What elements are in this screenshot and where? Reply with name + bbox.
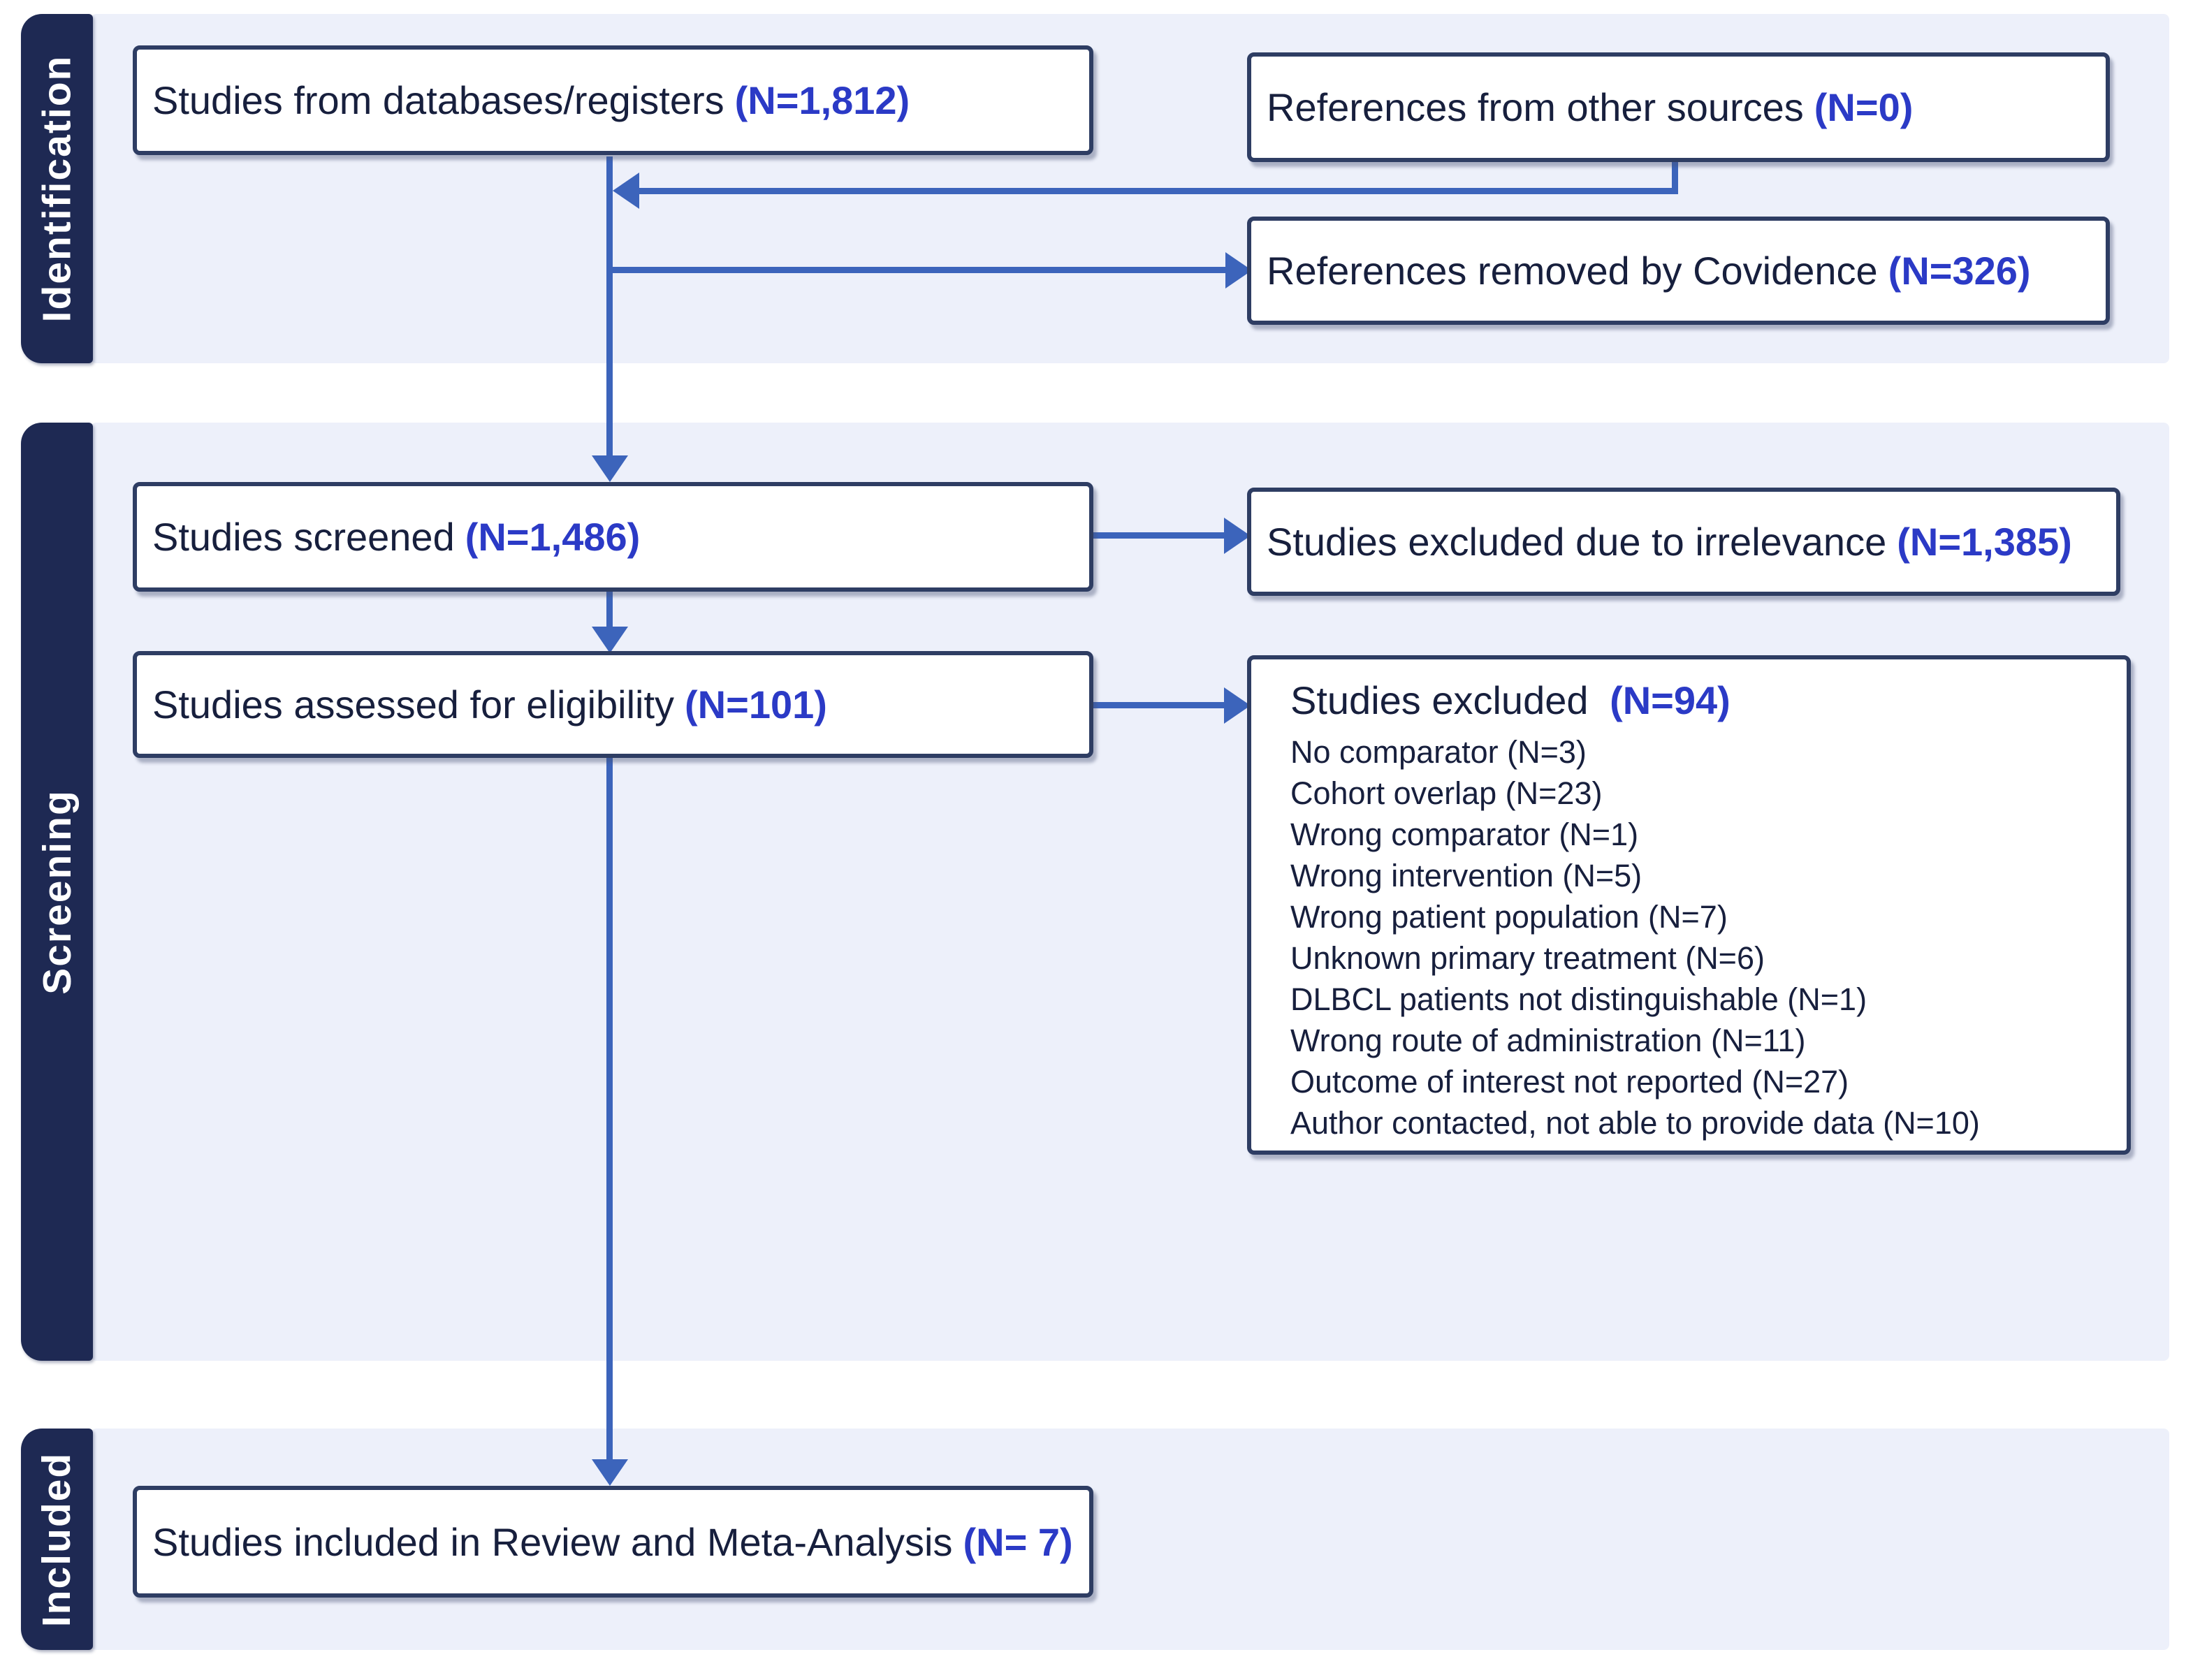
stage-label-included: Included xyxy=(34,1452,80,1627)
arrowhead-down-screened xyxy=(592,455,628,482)
flow-line-assessed-to-included xyxy=(606,758,613,1462)
box-studies-databases-label: Studies from databases/registers xyxy=(152,78,724,122)
flow-line-screened-to-assessed xyxy=(606,592,613,629)
box-references-removed-covidence: References removed by Covidence (N=326) xyxy=(1247,217,2110,325)
flow-line-othersources-drop xyxy=(1672,161,1678,191)
box-studies-assessed: Studies assessed for eligibility (N=101) xyxy=(133,651,1093,758)
excluded-detail-title-line: Studies excluded (N=94) xyxy=(1290,678,2113,723)
box-studies-screened: Studies screened (N=1,486) xyxy=(133,482,1093,592)
excluded-reason-item: Wrong patient population (N=7) xyxy=(1290,899,1728,935)
flow-line-assessed-to-excluded-detail xyxy=(1093,702,1227,708)
excluded-reason-item: Unknown primary treatment (N=6) xyxy=(1290,940,1765,976)
box-references-removed-covidence-label: References removed by Covidence xyxy=(1267,249,1878,293)
excluded-reason-item: Wrong comparator (N=1) xyxy=(1290,817,1639,852)
arrowhead-down-included xyxy=(592,1459,628,1486)
box-studies-excluded-irrelevance-label: Studies excluded due to irrelevance xyxy=(1267,520,1887,564)
arrowhead-left-merge xyxy=(613,173,639,209)
box-studies-included: Studies included in Review and Meta-Anal… xyxy=(133,1486,1093,1598)
box-references-removed-covidence-count: (N=326) xyxy=(1888,249,2031,293)
arrowhead-right-excluded-irrelevance xyxy=(1224,518,1251,554)
stage-tab-screening: Screening xyxy=(21,423,93,1361)
excluded-reason-item: Cohort overlap (N=23) xyxy=(1290,775,1603,811)
flow-line-othersources-merge xyxy=(636,188,1678,194)
flow-line-to-removed xyxy=(606,267,1228,273)
stage-label-identification: Identification xyxy=(34,54,80,323)
excluded-reason-item: No comparator (N=3) xyxy=(1290,734,1587,770)
excluded-reason-item: Wrong intervention (N=5) xyxy=(1290,858,1642,893)
box-studies-excluded-irrelevance-count: (N=1,385) xyxy=(1897,520,2072,564)
excluded-reason-item: Wrong route of administration (N=11) xyxy=(1290,1023,1806,1058)
box-studies-databases-count: (N=1,812) xyxy=(734,78,910,122)
box-studies-assessed-label: Studies assessed for eligibility xyxy=(152,682,675,726)
box-references-other-sources-count: (N=0) xyxy=(1814,85,1914,129)
box-studies-excluded-irrelevance: Studies excluded due to irrelevance (N=1… xyxy=(1247,488,2120,596)
excluded-reason-item: Author contacted, not able to provide da… xyxy=(1290,1105,1980,1141)
box-studies-screened-label: Studies screened xyxy=(152,515,455,559)
box-studies-included-count: (N= 7) xyxy=(963,1519,1073,1564)
flow-line-screened-to-excluded xyxy=(1093,532,1227,539)
stage-label-screening: Screening xyxy=(34,789,80,995)
stage-tab-identification: Identification xyxy=(21,14,93,363)
arrowhead-right-excluded-detail xyxy=(1224,687,1251,724)
box-studies-screened-count: (N=1,486) xyxy=(465,515,641,559)
box-references-other-sources-label: References from other sources xyxy=(1267,85,1804,129)
excluded-detail-count: (N=94) xyxy=(1610,678,1731,722)
box-studies-assessed-count: (N=101) xyxy=(685,682,827,726)
box-studies-excluded-detail: Studies excluded (N=94) No comparator (N… xyxy=(1247,655,2131,1155)
stage-tab-included: Included xyxy=(21,1429,93,1650)
flow-line-databases-to-screened xyxy=(606,156,613,458)
excluded-detail-title: Studies excluded xyxy=(1290,678,1589,722)
excluded-reason-item: Outcome of interest not reported (N=27) xyxy=(1290,1064,1849,1100)
box-studies-databases: Studies from databases/registers (N=1,81… xyxy=(133,45,1093,155)
arrowhead-down-assessed xyxy=(592,627,628,653)
box-references-other-sources: References from other sources (N=0) xyxy=(1247,52,2110,162)
excluded-reason-item: DLBCL patients not distinguishable (N=1) xyxy=(1290,981,1867,1017)
box-studies-included-label: Studies included in Review and Meta-Anal… xyxy=(152,1519,953,1564)
